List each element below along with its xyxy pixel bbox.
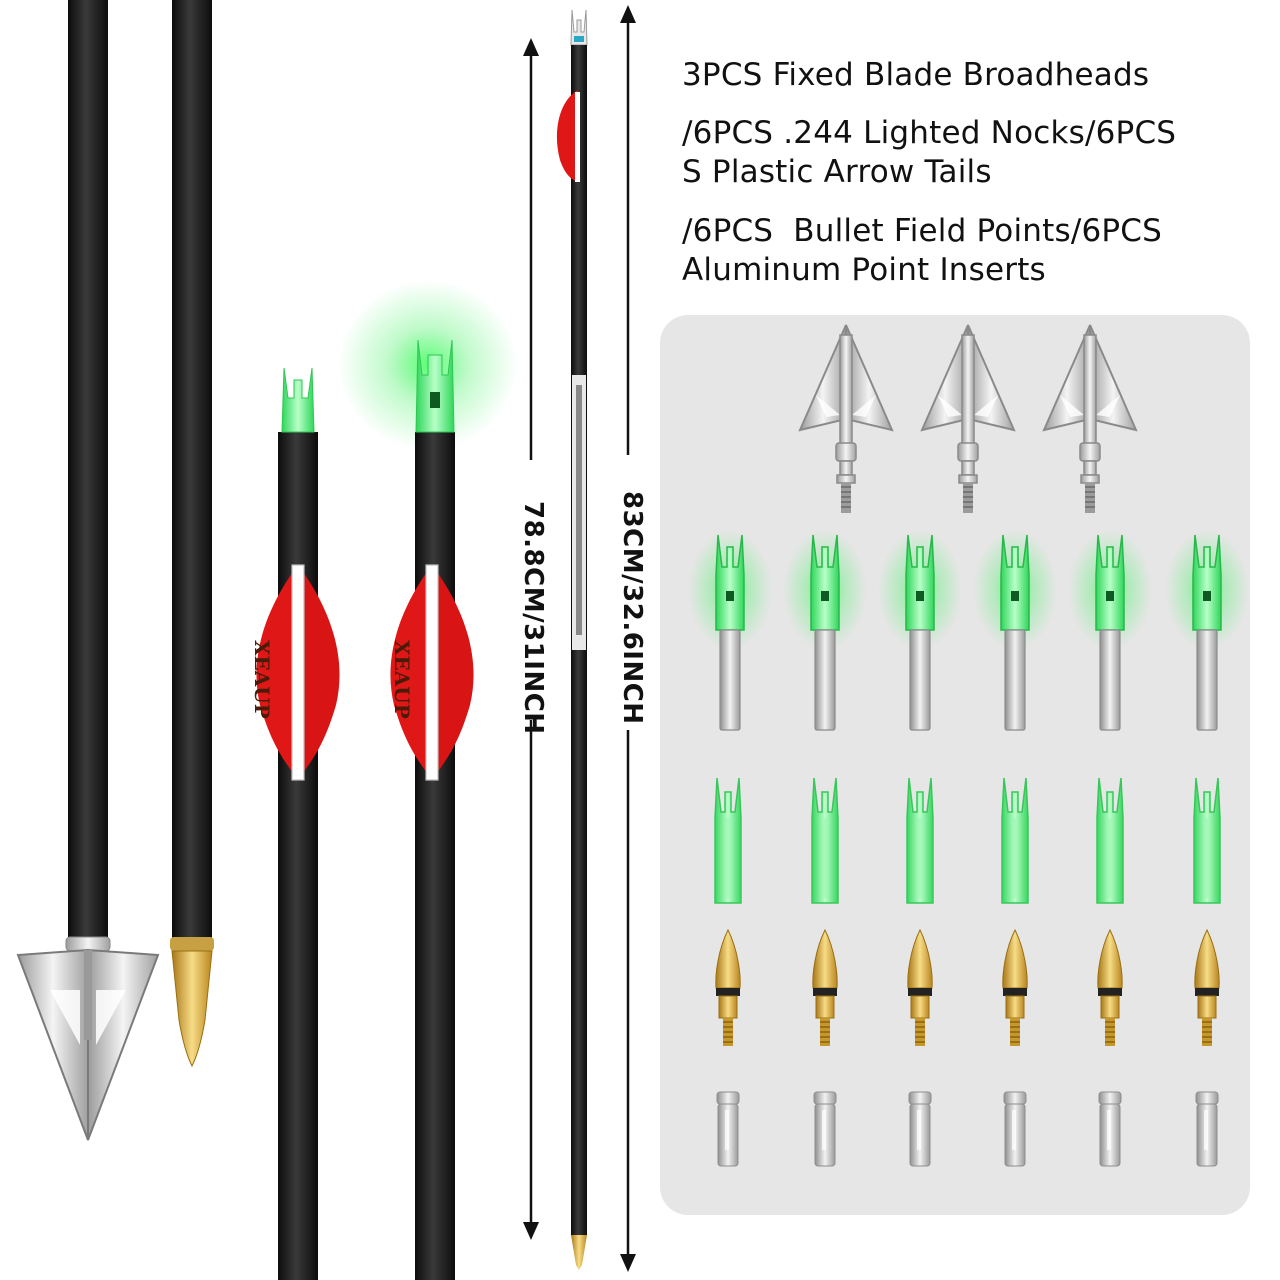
measurement-long-label: 83CM/32.6INCH: [611, 487, 653, 725]
caption-line-2: /6PCS .244 Lighted Nocks/6PCS: [682, 115, 1177, 151]
caption-line-3: S Plastic Arrow Tails: [682, 154, 992, 190]
full-length-arrow: [556, 9, 588, 1270]
broadhead-row: [799, 324, 1137, 514]
measurement-short-label: 78.8CM/31INCH: [512, 497, 554, 735]
measure-line-long: [620, 5, 636, 1272]
caption-line-1: 3PCS Fixed Blade Broadheads: [682, 57, 1150, 93]
broadhead-arrow: [16, 0, 160, 1141]
arrow-with-nock-glowing: XEAUP: [338, 280, 518, 1280]
components-panel: [660, 315, 1250, 1215]
caption-line-5: Aluminum Point Inserts: [682, 252, 1046, 288]
arrow-with-nock-left: XEAUP: [250, 367, 341, 1280]
svg-text:XEAUP: XEAUP: [250, 640, 274, 719]
field-point-arrow: [170, 0, 214, 1068]
svg-text:XEAUP: XEAUP: [390, 640, 414, 719]
caption-line-4: /6PCS Bullet Field Points/6PCS: [682, 213, 1163, 249]
measure-line-short: [523, 38, 539, 1240]
